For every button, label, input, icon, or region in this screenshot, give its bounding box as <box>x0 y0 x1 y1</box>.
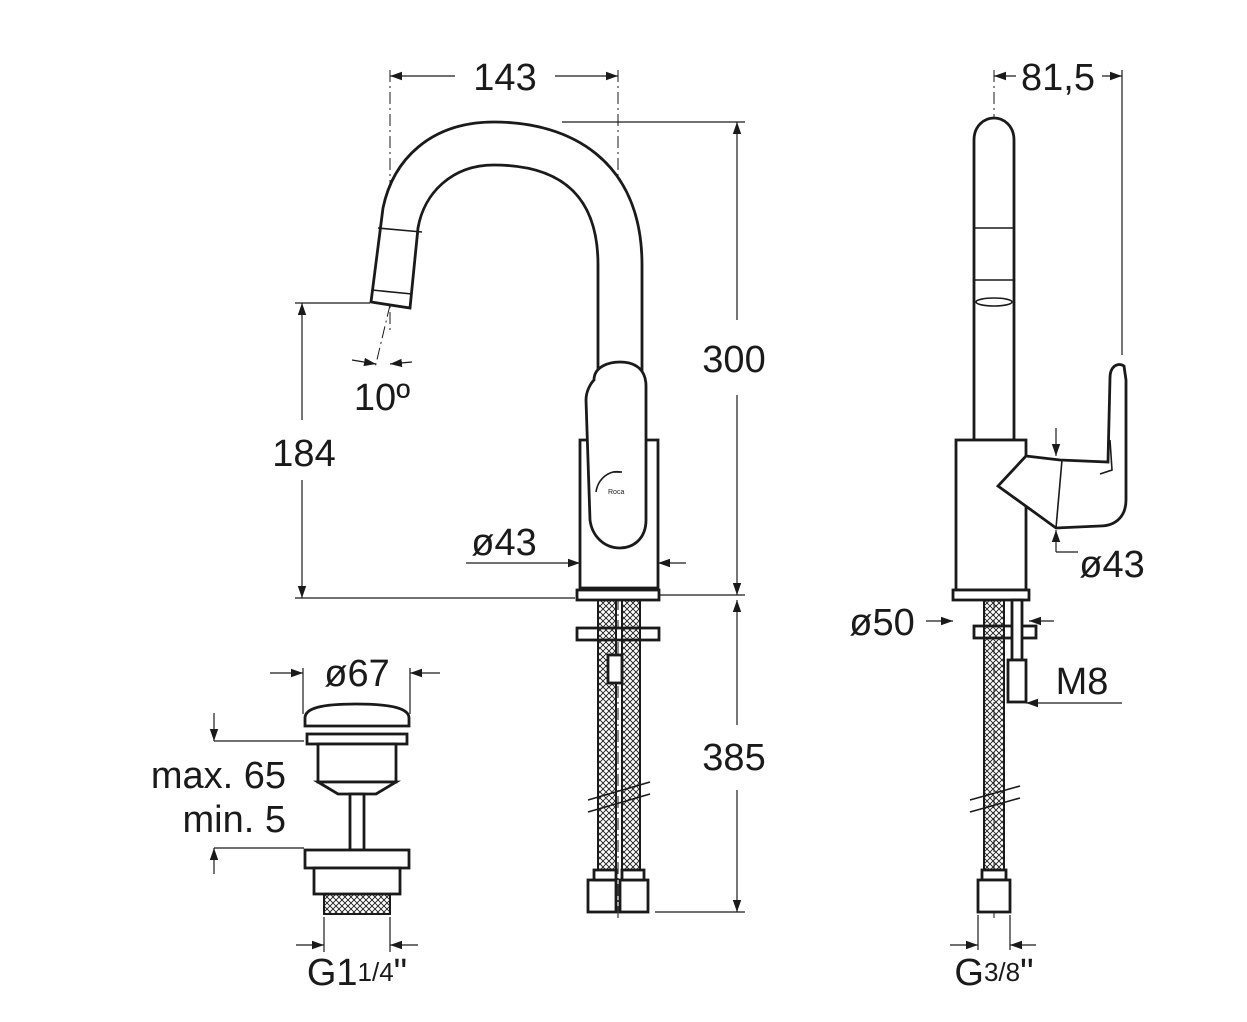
front-hose-collar-right <box>620 868 646 882</box>
waste-upper-body <box>316 742 398 784</box>
front-spout-ring-1 <box>377 227 423 233</box>
dim-angle-arrow-left <box>351 357 377 367</box>
dim-angle-line-1 <box>374 304 391 369</box>
dim-angle-arrow-right <box>389 358 413 368</box>
dim-body-diameter-side: ø43 <box>1079 544 1144 586</box>
dim-stud-thread: M8 <box>1056 661 1109 703</box>
front-hose-nut-right <box>618 878 650 914</box>
waste-cap <box>303 702 411 728</box>
side-stud-tip <box>1006 658 1028 704</box>
side-spout <box>972 116 1016 442</box>
waste-flange <box>305 732 409 746</box>
front-hose-collar-left <box>592 868 618 882</box>
dim-waste-adjust-min: min. 5 <box>183 799 286 841</box>
waste-valve-view: ø67 max. 65 min. 5 G11/4" <box>151 653 440 994</box>
front-base-ring <box>575 588 661 602</box>
dim-waste-thread: G11/4" <box>307 952 407 994</box>
logo-text: Roca <box>608 489 624 496</box>
side-lever-edge <box>1055 459 1063 529</box>
front-break-mark-2 <box>587 793 651 813</box>
side-hose-nut <box>976 878 1012 914</box>
waste-cone <box>312 780 402 796</box>
front-hose-right <box>621 599 641 873</box>
dim-waste-adjust-max: max. 65 <box>151 755 286 797</box>
side-view: 81,5 ø43 ø50 M8 G3/8" <box>849 57 1144 994</box>
side-hose-collar <box>980 868 1008 882</box>
dim-hose-length: 385 <box>702 737 765 779</box>
front-hose-nut-left <box>586 878 618 914</box>
front-lever <box>584 360 648 550</box>
front-nut <box>575 626 661 642</box>
front-stud-connector <box>606 653 624 685</box>
front-spout-ring-2 <box>371 289 413 295</box>
waste-stem <box>348 792 366 852</box>
front-break-mark-1 <box>587 781 651 801</box>
side-spout-ring-3 <box>975 297 1013 307</box>
side-lever <box>995 363 1128 530</box>
dim-waste-diameter: ø67 <box>324 653 389 695</box>
side-hose <box>983 599 1005 873</box>
side-break-mark-2 <box>969 797 1021 813</box>
dim-total-height: 300 <box>702 339 765 381</box>
side-base-ring <box>951 588 1031 602</box>
waste-lower-nut <box>303 848 411 870</box>
side-break-mark-1 <box>969 785 1021 801</box>
dim-body-diameter-front: ø43 <box>471 522 536 564</box>
side-body <box>954 438 1028 592</box>
side-stud <box>1010 598 1024 662</box>
dim-spout-angle: 10º <box>354 377 410 419</box>
dim-outlet-height: 184 <box>272 433 335 475</box>
dim-hose-connection: G3/8" <box>954 952 1033 994</box>
dim-spout-reach: 143 <box>473 57 536 99</box>
side-lever-detail <box>1099 439 1113 475</box>
dim-base-diameter: ø50 <box>849 602 914 644</box>
waste-thread <box>323 893 391 915</box>
front-view: Roca 143 300 184 10º <box>272 57 766 920</box>
waste-threaded-tail <box>312 866 402 896</box>
dim-side-depth: 81,5 <box>1021 57 1095 99</box>
front-hose-left <box>597 599 617 873</box>
